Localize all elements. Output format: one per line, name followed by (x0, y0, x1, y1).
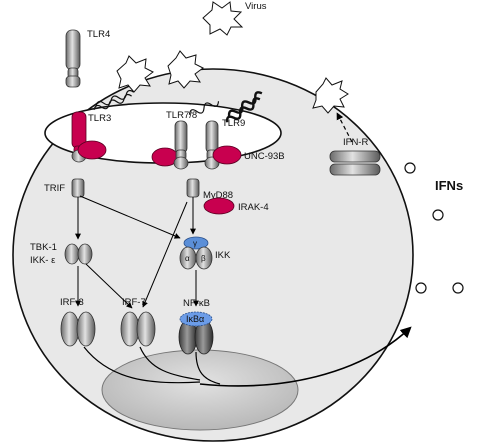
irf3-dimer (60, 311, 96, 347)
tlr78-label: TLR7/8 (166, 110, 197, 121)
trif-adaptor (71, 178, 85, 198)
tlr9-label: TLR9 (222, 118, 245, 129)
ikke-label: IKK- ε (30, 255, 56, 266)
ifn-molecule (415, 282, 427, 294)
irak4-kinase (203, 197, 235, 215)
nuclear-translocation-curves (83, 326, 412, 387)
tlr4-receptor (65, 29, 81, 88)
viral-dna-icon (227, 91, 263, 117)
irf3-label: IRF-3 (60, 297, 84, 308)
trif-label: TRIF (44, 183, 65, 194)
virus-particle-icon (312, 77, 349, 114)
ifn-molecule (432, 209, 444, 221)
ikk-gamma-label: γ (193, 239, 197, 248)
ifns-label: IFNs (435, 178, 463, 193)
myd88-label: MyD88 (203, 190, 233, 201)
tlr3-receptor (71, 111, 107, 163)
unc93b-label: UNC-93B (244, 151, 285, 162)
ifnr-antiviral-arrow (336, 112, 353, 143)
ikk-beta-label: β (201, 254, 206, 263)
ikba-inhibitor (179, 311, 213, 327)
myd88-adaptor (186, 178, 200, 198)
ifnr-label: IFN-R (343, 137, 368, 148)
tbk1-label: TBK-1 (30, 242, 57, 253)
irak4-label: IRAK-4 (238, 202, 269, 213)
signaling-arrows (75, 195, 199, 309)
tlr4-label: TLR4 (87, 29, 110, 40)
tlr78-receptor (151, 120, 189, 170)
ikk-complex (179, 236, 213, 270)
cell-membrane (12, 68, 414, 442)
irf7-dimer (120, 311, 156, 347)
ifn-receptor (329, 150, 381, 176)
virus-icon (202, 1, 244, 36)
tlr9-receptor (204, 120, 242, 170)
virus-particle-icon (167, 50, 204, 89)
ikba-label: IκBα (186, 314, 204, 324)
ikk-label: IKK (215, 250, 231, 261)
virus-label: Virus (245, 1, 267, 12)
ifn-molecule (404, 162, 416, 174)
nucleus (101, 349, 299, 431)
irf7-label: IRF-7 (122, 297, 146, 308)
ifn-molecule (452, 282, 464, 294)
tlr3-label: TLR3 (88, 113, 111, 124)
tbk1-ikke-complex (64, 243, 93, 265)
nfkb-complex (178, 311, 214, 355)
ikk-alpha-label: α (185, 254, 190, 263)
viral-rna-icon (188, 101, 220, 115)
viral-rna-icon (95, 89, 134, 106)
virus-particle-icon (116, 55, 154, 93)
